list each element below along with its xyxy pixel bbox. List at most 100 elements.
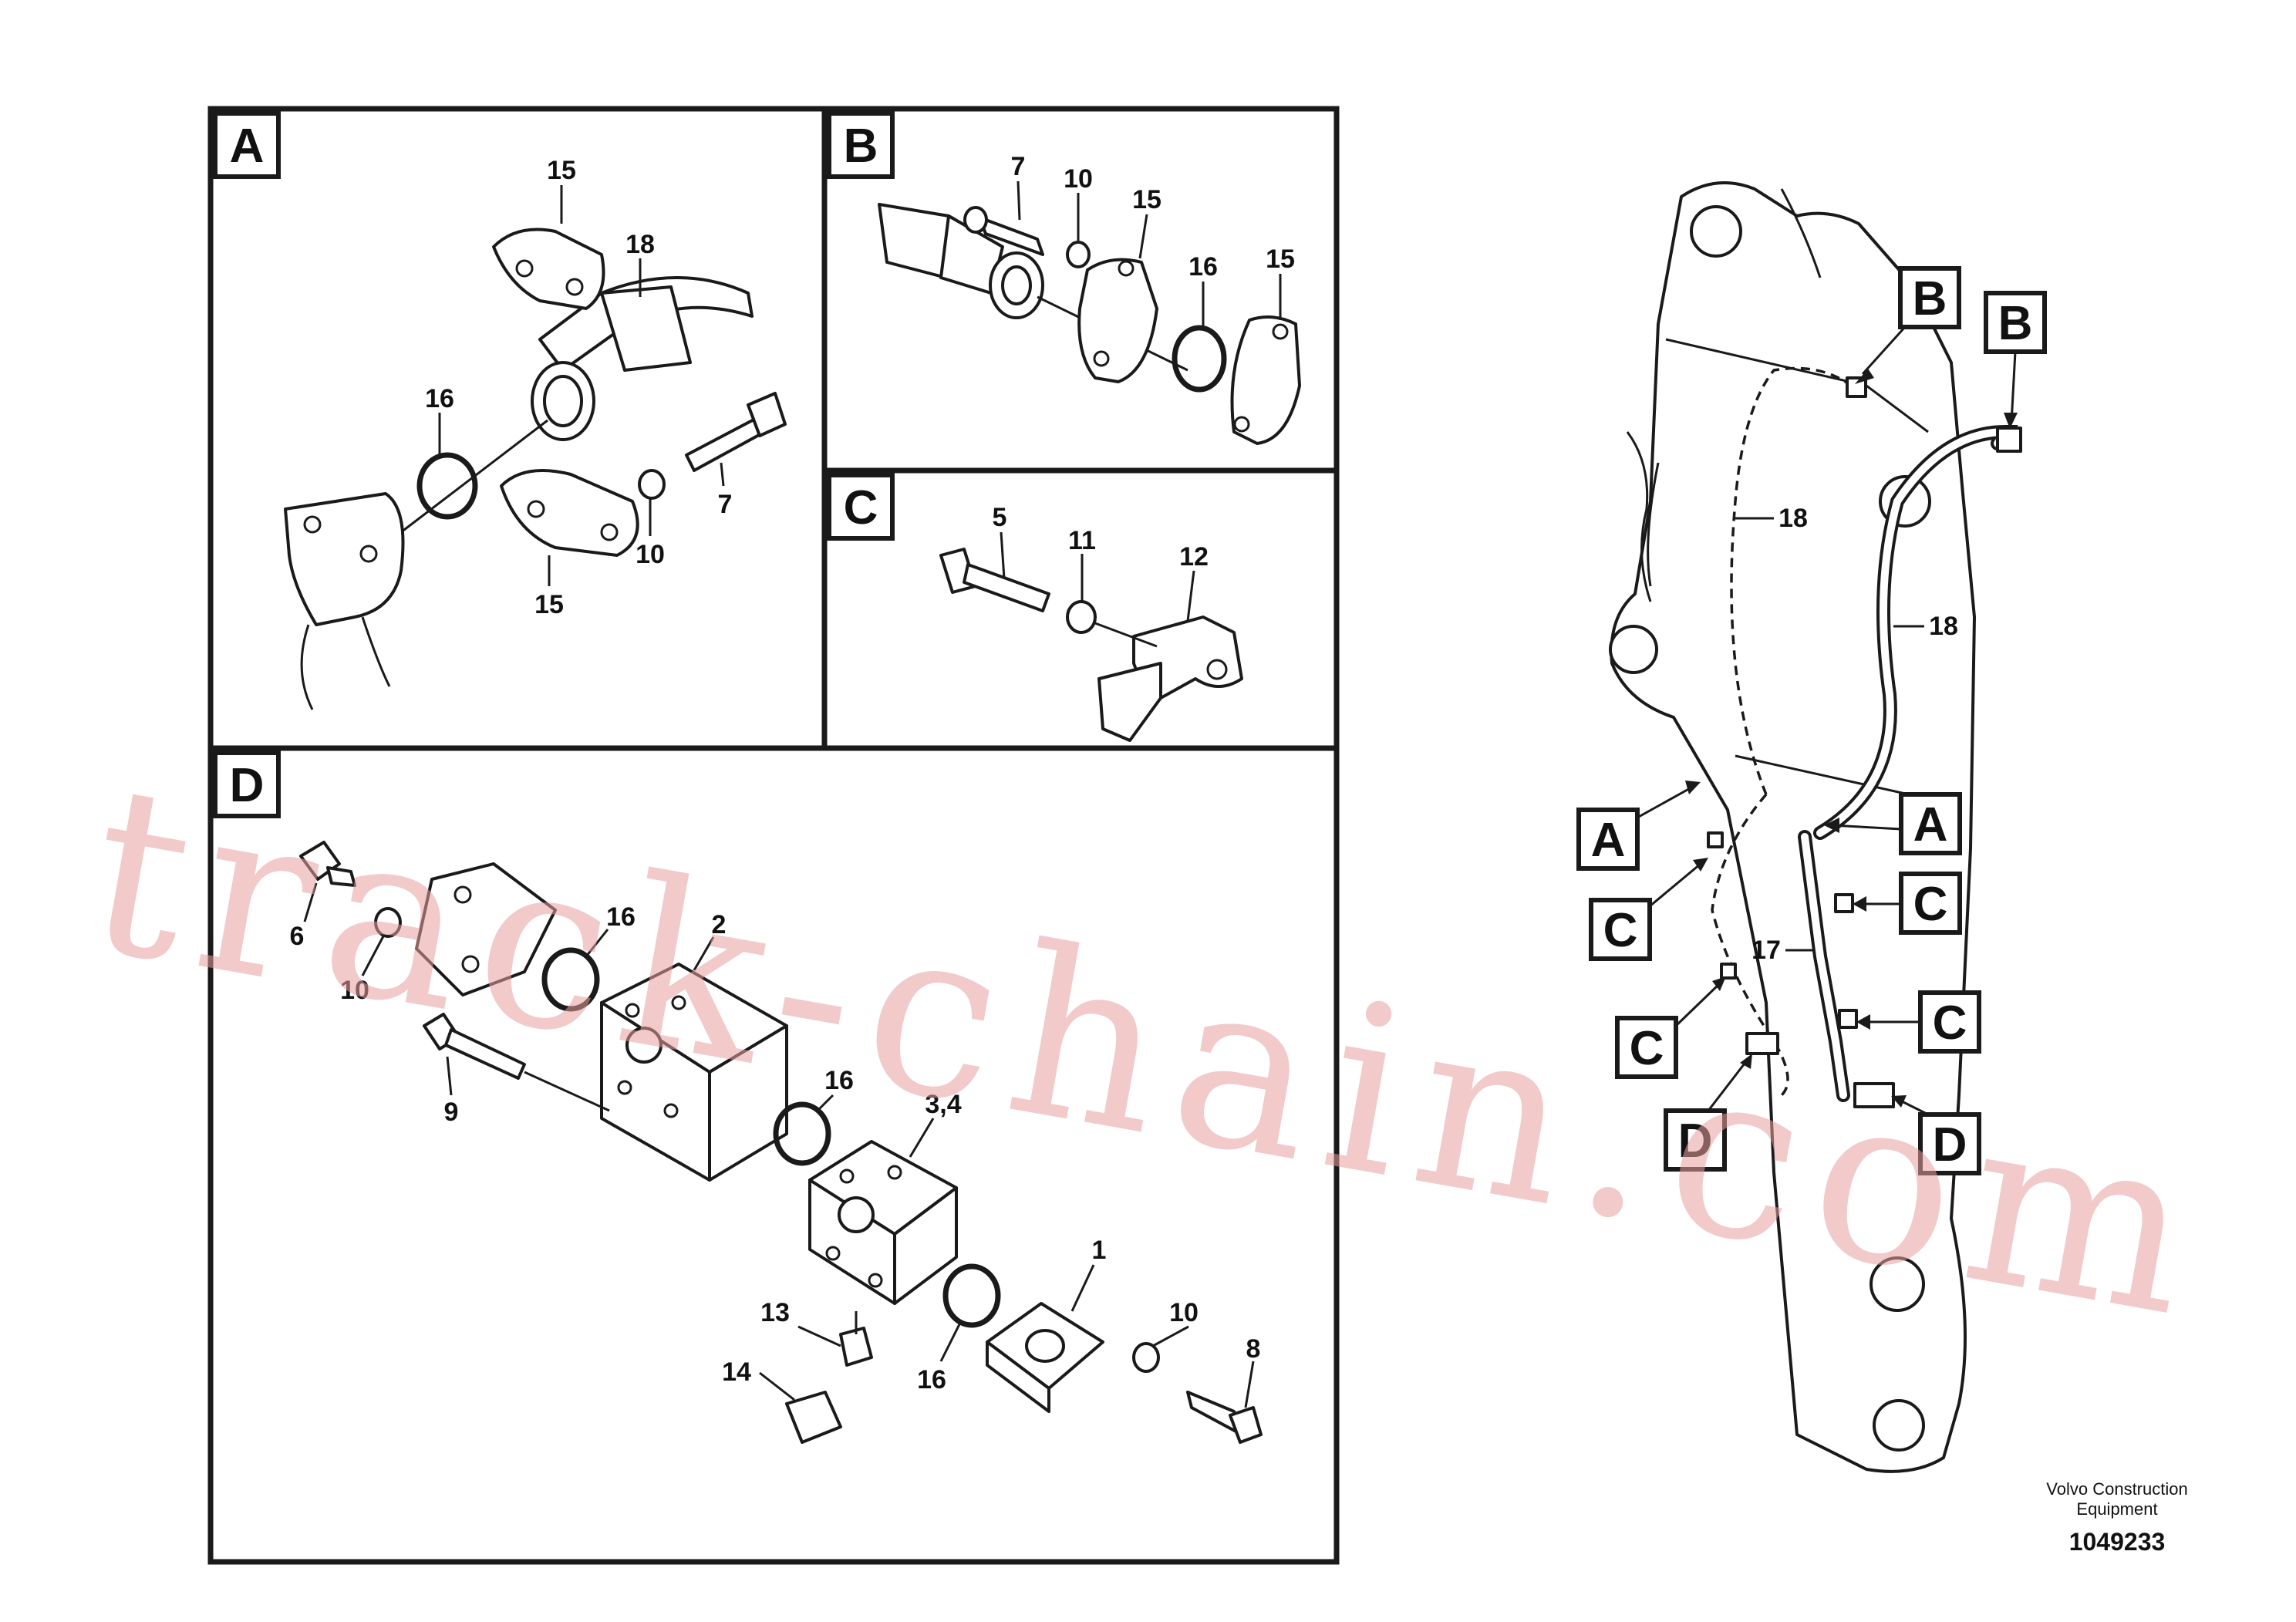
flange-bore-a (543, 375, 583, 427)
callout-c-left-1-leader (1649, 862, 1701, 908)
label-d-14: 14 (722, 1357, 751, 1387)
leader-d8 (1244, 1361, 1255, 1408)
flange-plate-1-bore (1025, 1329, 1065, 1363)
callout-a-right-box (1899, 792, 1962, 855)
adapter-hole4 (868, 1273, 883, 1288)
bolt-9-shank (444, 1028, 526, 1080)
callout-a-left-leader (1637, 785, 1694, 819)
block-2-hole4 (663, 1103, 679, 1118)
panels-border (207, 106, 1340, 1565)
callout-c-left-1-letter: C (1603, 904, 1638, 957)
label-ov-17: 17 (1752, 936, 1781, 965)
clamp-hole-a2 (565, 278, 584, 296)
callout-a-left: A (1576, 781, 1701, 871)
flange-bore-b (1001, 265, 1032, 305)
callout-c-right-1: C (1853, 872, 1962, 935)
label-d-16a: 16 (606, 902, 636, 932)
bolt-9-axis (524, 1071, 610, 1112)
boom-pin-foot (1609, 625, 1658, 674)
clamp-c-left1 (1707, 831, 1724, 848)
footer-company-line2: Equipment (2076, 1499, 2157, 1519)
callout-c-right-1-letter: C (1913, 878, 1948, 931)
adapter-hole2 (887, 1165, 902, 1180)
adapter-3-4-side (893, 1186, 958, 1305)
hidden-hose-18 (1730, 366, 1853, 795)
callout-b-left-leader (1861, 325, 1907, 376)
panel-d: D (213, 750, 1263, 1444)
panel-a-letter-box (213, 111, 281, 179)
block-2-hole2 (671, 995, 686, 1010)
clamp-c-right2 (1838, 1009, 1858, 1029)
label-d-10b: 10 (1169, 1298, 1199, 1327)
leader-c12 (1186, 570, 1195, 622)
label-a-15-top: 15 (547, 156, 576, 185)
callout-d-right-box (1918, 1112, 1981, 1175)
block-2-side (708, 1024, 788, 1182)
leader-b7 (1017, 180, 1021, 221)
hidden-pipe-17 (1711, 793, 1789, 1097)
adapter-port (838, 1196, 875, 1233)
callout-b-right-letter: B (1998, 297, 2033, 350)
bolt-5-shank (963, 563, 1050, 612)
clamp-hole-b1 (1118, 260, 1135, 277)
label-ov-18-right: 18 (1929, 612, 1958, 641)
callout-d-right-arrow (1891, 1095, 1907, 1108)
label-d-8: 8 (1246, 1334, 1261, 1364)
panel-c: C 5 11 12 (827, 473, 1243, 742)
callout-c-left-2: C (1615, 976, 1726, 1079)
label-d-9: 9 (444, 1098, 459, 1127)
callout-c-right-2: C (1856, 990, 1981, 1054)
callout-c-left-2-letter: C (1630, 1022, 1664, 1075)
label-c-11: 11 (1068, 526, 1096, 555)
callout-c-left-1: C (1589, 858, 1708, 961)
leader-d10b (1152, 1325, 1189, 1347)
clamp-15-top (492, 228, 605, 310)
boom-overview: B B A A C C (1576, 181, 2047, 1473)
boom-edge-3 (1647, 462, 1660, 587)
leader-a7 (720, 462, 725, 487)
adapter-hole3 (825, 1246, 841, 1261)
boom-plate-line (1780, 188, 1822, 278)
leader-d13 (797, 1325, 841, 1347)
callout-c-right-2-arrow (1856, 1014, 1870, 1030)
callout-c-left-2-leader (1674, 982, 1721, 1027)
label-d-1: 1 (1092, 1236, 1107, 1265)
panel-d-letter: D (230, 759, 265, 812)
plate-hole-d1 (453, 885, 472, 904)
leader-d2 (693, 936, 715, 971)
elbow-pipe-a1 (300, 624, 314, 710)
label-b-16: 16 (1188, 252, 1218, 282)
block-2-hole3 (617, 1080, 632, 1095)
assembly-axis-a (400, 419, 548, 534)
callout-c-right-1-arrow (1853, 896, 1866, 912)
block-2-hole1 (625, 1003, 640, 1018)
clamp-hole-b4 (1233, 416, 1250, 433)
label-a-7: 7 (718, 490, 733, 519)
o-ring-16-d3 (942, 1263, 1001, 1328)
detail-panels-frame (207, 106, 1340, 1565)
valve-d-right (1853, 1082, 1895, 1108)
block-12-front (1097, 662, 1162, 742)
boom-pin-nose (1873, 1399, 1925, 1452)
label-b-15b: 15 (1266, 244, 1295, 274)
clamp-hole-b3 (1272, 323, 1289, 340)
o-ring-16-a (416, 452, 478, 520)
callout-a-right-leader (1831, 824, 1902, 831)
label-b-15a: 15 (1132, 185, 1161, 214)
callout-c-right-2-letter: C (1933, 996, 1967, 1050)
callout-b-left-letter: B (1913, 272, 1947, 325)
cap-14 (785, 1391, 842, 1444)
callout-b-right-leader (2010, 351, 2017, 423)
label-b-7: 7 (1011, 152, 1026, 181)
clamp-c-right1 (1834, 893, 1854, 913)
leader-d34 (909, 1118, 935, 1158)
callout-d-right: D (1891, 1095, 1981, 1175)
callout-d-left-leader (1707, 1060, 1748, 1111)
footer-doc-number: 1049233 (2069, 1528, 2166, 1556)
label-d-13: 13 (760, 1298, 790, 1327)
panel-a-letter: A (230, 120, 265, 173)
leader-d9 (446, 1056, 453, 1096)
port-hole-a1 (303, 515, 322, 534)
leader-d16b (816, 1094, 834, 1112)
port-hole-a2 (359, 545, 378, 563)
